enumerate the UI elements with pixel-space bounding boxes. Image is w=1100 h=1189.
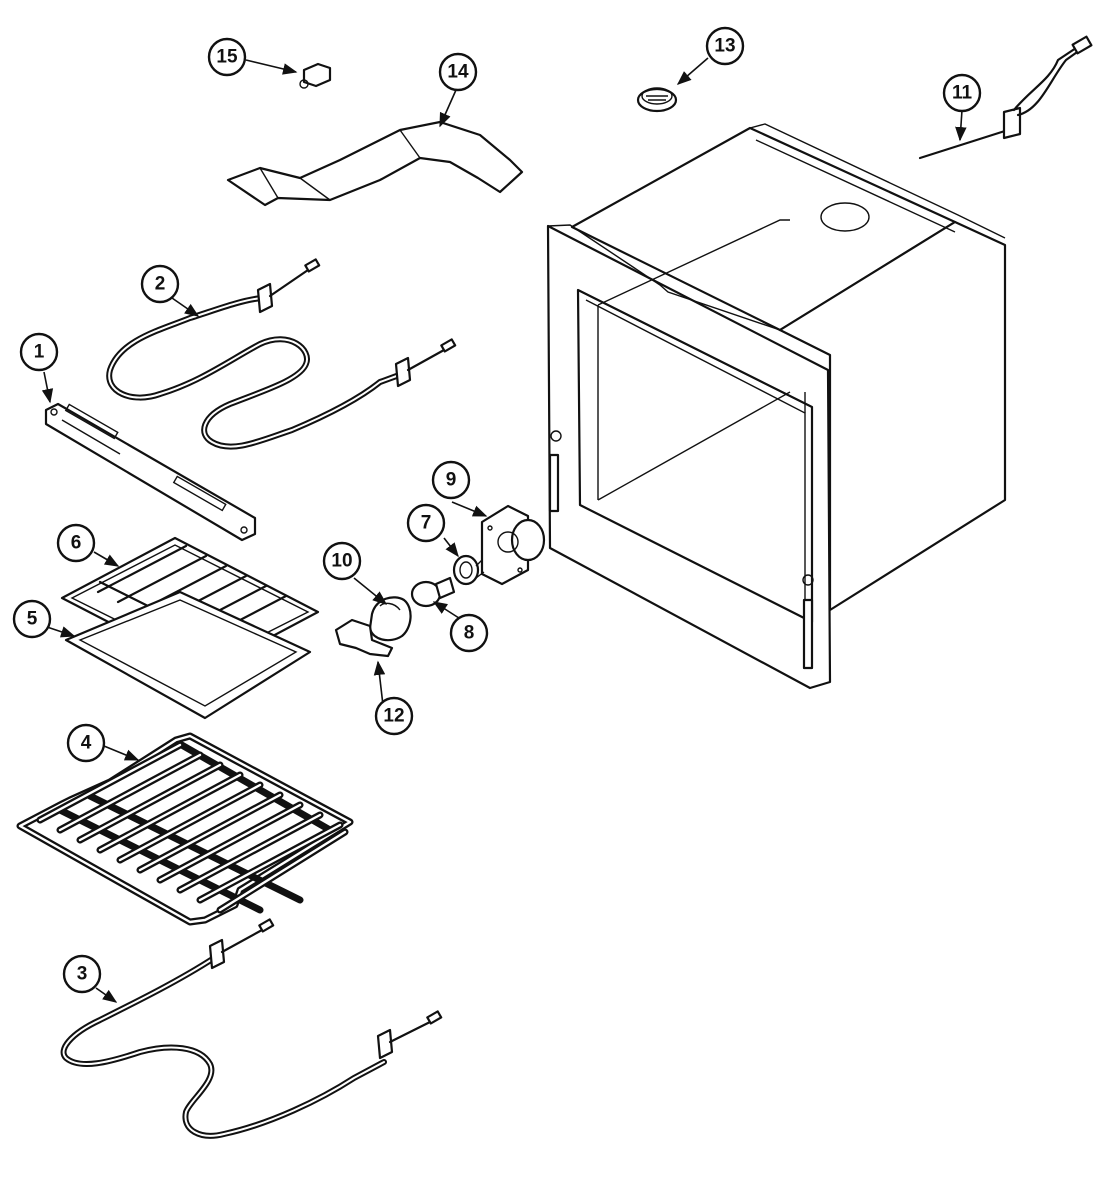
callout-5-label: 5 (27, 609, 38, 630)
callout-12: 12 (374, 696, 414, 736)
callout-3: 3 (62, 954, 102, 994)
callout-4: 4 (66, 723, 106, 763)
oven-cavity (546, 123, 1007, 690)
callout-8: 8 (449, 613, 489, 653)
callout-7: 7 (406, 503, 446, 543)
leader-lines (41, 57, 967, 1003)
callout-14: 14 (438, 52, 478, 92)
callout-11-label: 11 (952, 83, 973, 104)
oven-rack (16, 732, 354, 926)
clip-part (299, 62, 332, 89)
broiler-pan (64, 590, 312, 720)
callout-10-label: 10 (331, 551, 352, 572)
callout-8-label: 8 (464, 623, 475, 644)
gasket (334, 618, 394, 658)
plug-button (636, 87, 678, 113)
rack-support-bracket (44, 402, 257, 542)
callout-13: 13 (705, 26, 745, 66)
callout-9-label: 9 (446, 470, 457, 491)
callout-12-label: 12 (383, 706, 404, 727)
callout-6-label: 6 (71, 533, 82, 554)
callout-9: 9 (431, 460, 471, 500)
socket-ring (452, 554, 485, 586)
light-socket (480, 504, 546, 586)
callout-2-label: 2 (155, 274, 166, 295)
callout-11: 11 (942, 73, 982, 113)
callout-15: 15 (207, 37, 247, 77)
vent-duct (226, 120, 524, 207)
lens-cover (368, 596, 412, 642)
bake-element (60, 918, 443, 1139)
temperature-sensor (918, 35, 1093, 160)
callout-14-label: 14 (447, 62, 469, 83)
callout-6: 6 (56, 523, 96, 563)
callout-7-label: 7 (421, 513, 432, 534)
callout-2: 2 (140, 264, 180, 304)
callout-3-label: 3 (77, 964, 88, 985)
broil-element (106, 258, 457, 450)
callout-1: 1 (19, 332, 59, 372)
callout-1-label: 1 (34, 342, 45, 363)
callout-4-label: 4 (81, 733, 92, 754)
callout-15-label: 15 (216, 47, 238, 68)
light-bulb (410, 576, 456, 608)
callout-10: 10 (322, 541, 362, 581)
callout-13-label: 13 (714, 36, 735, 57)
callout-5: 5 (12, 599, 52, 639)
